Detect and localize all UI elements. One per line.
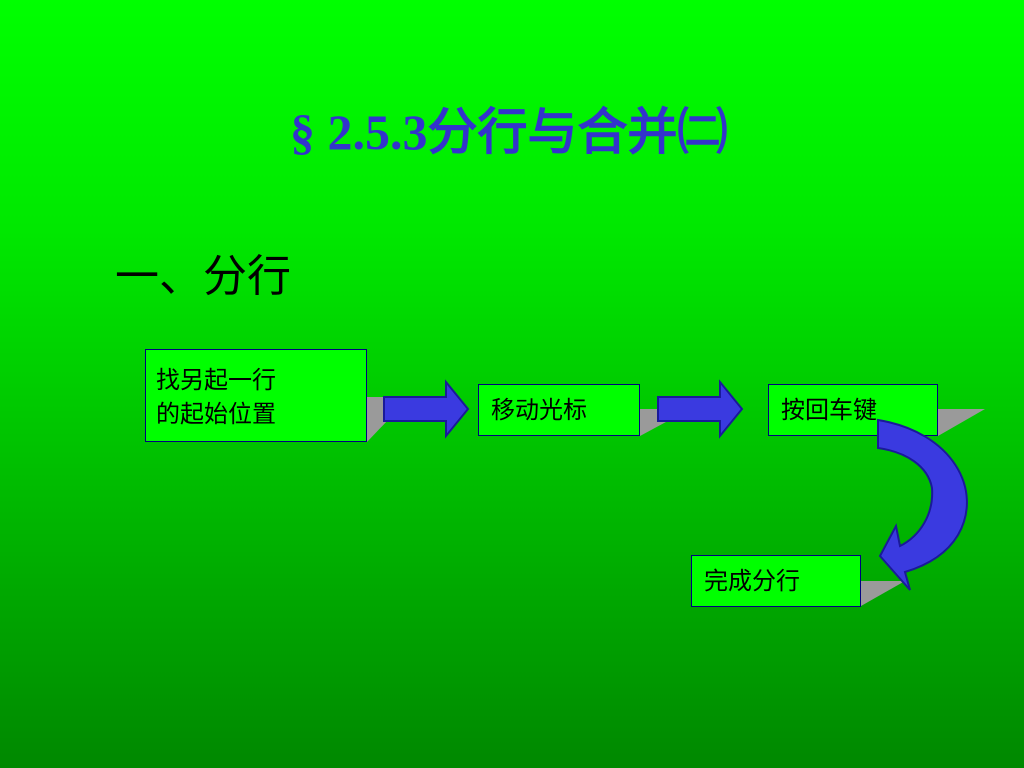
step-box-move-cursor: 移动光标 xyxy=(478,384,640,436)
step-box-press-enter: 按回车键 xyxy=(768,384,938,436)
step-3-line-1: 按回车键 xyxy=(781,396,877,424)
step-box-finish-line-break: 完成分行 xyxy=(691,555,861,607)
step-4-shadow xyxy=(861,581,905,606)
step-1-line-2: 的起始位置 xyxy=(156,400,276,428)
step-box-find-line-start: 找另起一行 的起始位置 xyxy=(145,349,367,442)
curved-arrow-icon xyxy=(877,418,968,591)
section-heading: 一、分行 xyxy=(115,251,291,302)
arrow-right-icon xyxy=(657,379,744,439)
step-2-line-1: 移动光标 xyxy=(491,396,587,424)
arrow-right-icon xyxy=(383,379,470,439)
step-1-line-1: 找另起一行 xyxy=(156,366,276,394)
step-3-shadow xyxy=(938,409,985,436)
slide-title: § 2.5.3分行与合并㈡ xyxy=(290,104,728,160)
step-4-line-1: 完成分行 xyxy=(704,567,800,595)
